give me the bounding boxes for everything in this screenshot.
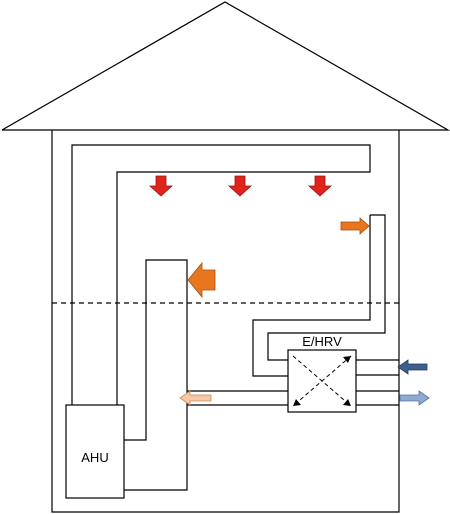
outdoor-exhaust-arrow bbox=[399, 390, 430, 406]
return-duct bbox=[124, 259, 188, 491]
stale-air-duct bbox=[267, 214, 386, 361]
supply-arrow bbox=[227, 175, 253, 197]
hrv-arrowhead-2 bbox=[293, 399, 301, 406]
exhaust-arrow bbox=[179, 390, 212, 406]
supply-arrow bbox=[307, 175, 333, 197]
outdoor-intake-arrow bbox=[397, 359, 428, 375]
roof-outline bbox=[1, 1, 450, 131]
supply-duct bbox=[71, 144, 371, 405]
stale-air-duct-inner bbox=[252, 215, 371, 377]
hrv-label: E/HRV bbox=[302, 334, 342, 349]
hrv-arrowhead-3 bbox=[343, 356, 351, 363]
return-arrow bbox=[187, 261, 216, 299]
house-walls bbox=[51, 130, 400, 513]
supply-arrow bbox=[148, 175, 174, 197]
ahu-box bbox=[65, 404, 125, 499]
hrv-cross-2 bbox=[292, 355, 352, 407]
return-arrow bbox=[340, 217, 370, 235]
hrv-arrowhead-1 bbox=[343, 399, 351, 406]
ahu-label: AHU bbox=[81, 450, 108, 465]
